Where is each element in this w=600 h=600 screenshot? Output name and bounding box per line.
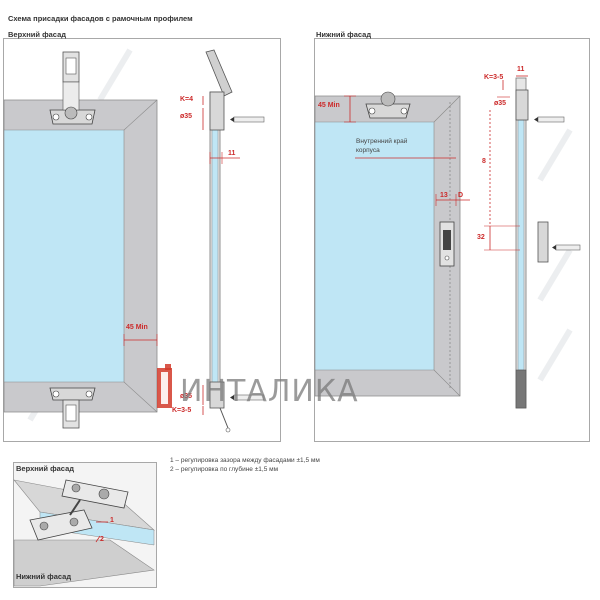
right-mid-mechanism-icon [537, 221, 549, 263]
dim-8: 8 [482, 158, 486, 165]
dim-k35-right: K=3-5 [484, 74, 504, 81]
top-mechanism-icon [205, 49, 233, 97]
right-top-mechanism-icon [515, 89, 529, 121]
dim-d: D [458, 192, 464, 199]
screw-icon [230, 116, 265, 123]
left-panel-heading: Верхний фасад [8, 30, 67, 39]
legend-item-2: 2 – регулировка по глубине ±1,5 мм [170, 466, 279, 473]
screw-icon [552, 244, 581, 251]
inner-edge-label-2: корпуса [356, 147, 380, 154]
dim-o35-right: ø35 [494, 100, 507, 107]
lower-facade-slab [13, 539, 155, 587]
bottom-label-bottom: Нижний фасад [16, 572, 72, 581]
top-hinge-right-icon [365, 91, 411, 119]
dim-k35-left: K=3-5 [172, 407, 192, 414]
page-title: Схема присадки фасадов с рамочным профил… [8, 14, 193, 23]
bottom-label-top: Верхний фасад [16, 464, 75, 473]
dim-o35-bottom: ø35 [180, 393, 193, 400]
right-panel-heading: Нижний фасад [316, 30, 372, 39]
dim-k4: K=4 [180, 96, 194, 103]
dim-11-right: 11 [517, 66, 525, 73]
marker-1: 1 [110, 517, 114, 524]
top-hinge-icon [49, 51, 96, 125]
bottom-hinge-icon [49, 387, 96, 429]
dim-32: 32 [477, 234, 485, 241]
bottom-mechanism-icon [209, 381, 225, 409]
dim-45min-right: 45 Min [318, 102, 340, 109]
hinge-assembly-icon [29, 479, 129, 541]
screw-icon [534, 116, 565, 123]
marker-2: 2 [100, 536, 104, 543]
mounting-plate-icon [439, 221, 455, 267]
dim-13: 13 [440, 192, 448, 199]
legend-item-1: 1 – регулировка зазора между фасадами ±1… [170, 457, 320, 464]
inner-edge-label-1: Внутренний край [356, 138, 408, 145]
dim-45min-left: 45 Min [126, 324, 148, 331]
watermark-text: ИНТАЛИКА [180, 374, 359, 409]
dim-11-left: 11 [228, 150, 236, 157]
screw-icon [230, 394, 265, 401]
dim-o35-top: ø35 [180, 113, 193, 120]
